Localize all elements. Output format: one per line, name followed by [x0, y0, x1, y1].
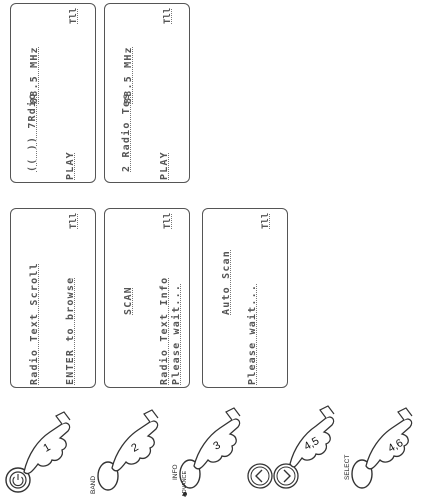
lcd-display-2: Tll 88.5 MHz 2 Radio Tes PLAY [104, 3, 190, 183]
display-line-3: Please wait... [171, 284, 182, 385]
display-line-2: 2 Radio Tes [121, 93, 132, 172]
display-line-1: Radio Text Info [159, 277, 170, 385]
power-button-icon [2, 398, 82, 498]
button-label: BAND [90, 476, 97, 494]
display-line-2: SCAN [123, 286, 134, 315]
signal-strength-indicator: Tll [163, 8, 173, 24]
lcd-display-3: Tll Radio Text Scroll ENTER to browse [10, 208, 96, 388]
display-line-2: Please wait... [247, 284, 258, 385]
signal-strength-indicator: Tll [163, 213, 173, 229]
signal-strength-indicator: Tll [69, 8, 79, 24]
button-label: INFO [172, 464, 179, 480]
signal-strength-indicator: Tll [261, 213, 271, 229]
button-label: SELECT [344, 455, 351, 480]
step-2: BAND 2 [84, 398, 166, 498]
step-4-6: SELECT 4,6 [338, 398, 422, 498]
display-line-1: Auto Scan [221, 250, 232, 315]
tune-arrow-buttons-icon [246, 392, 336, 498]
display-line-3: PLAY [159, 151, 170, 180]
display-line-2: ENTER to browse [65, 277, 76, 385]
button-sublabel: ADVANCE [182, 471, 188, 497]
lcd-display-5: Tll Auto Scan Please wait... [202, 208, 288, 388]
step-4-5: 4,5 [246, 392, 336, 498]
lcd-display-1: Tll 88.5 MHz (( )) 7Rdio PLAY [10, 3, 96, 183]
info-button-icon [166, 398, 248, 498]
lcd-display-4: Tll Radio Text Info SCAN Please wait... [104, 208, 190, 388]
select-button-icon [338, 398, 422, 498]
signal-strength-indicator: Tll [69, 213, 79, 229]
step-1: 1 [2, 398, 82, 498]
display-line-1: Radio Text Scroll [29, 262, 40, 385]
display-line-2: (( )) 7Rdio [27, 93, 38, 172]
display-line-3: PLAY [65, 151, 76, 180]
step-3: INFO ADVANCE 3 [166, 398, 248, 498]
